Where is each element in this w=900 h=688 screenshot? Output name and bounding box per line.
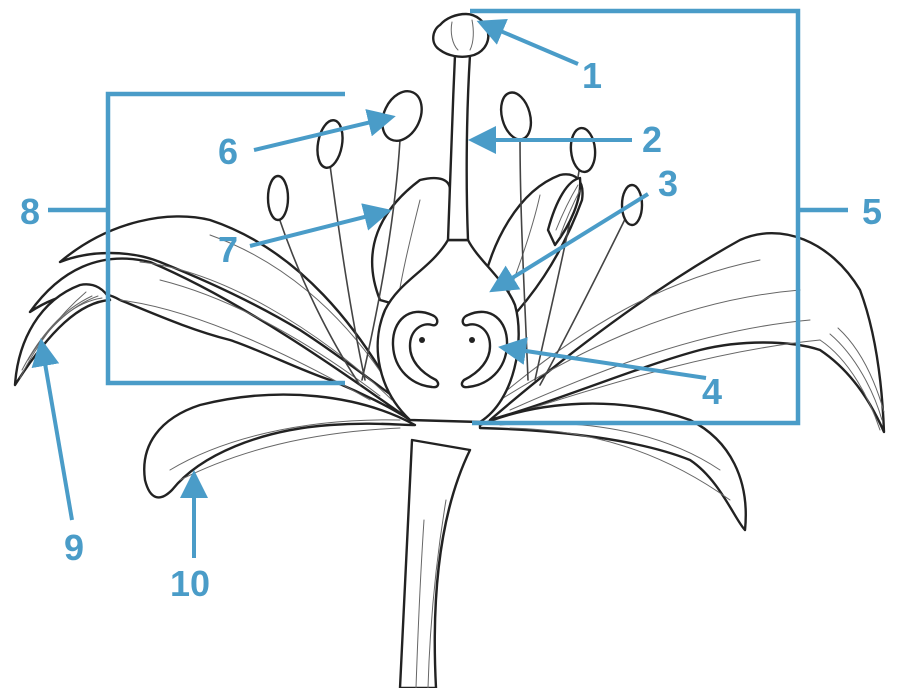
anther [375,85,430,147]
label-10: 10 [170,563,210,604]
arrow-9 [42,346,72,520]
label-1: 1 [582,55,602,96]
stem [400,440,470,688]
anther [268,176,288,220]
label-4: 4 [702,371,722,412]
stigma [433,14,488,57]
arrow-1 [484,24,578,64]
label-8: 8 [20,191,40,232]
anther [496,89,535,143]
arrow-7 [250,212,384,246]
style [448,55,470,240]
label-5: 5 [862,191,882,232]
front-tepal [144,395,415,498]
label-2: 2 [642,119,662,160]
label-6: 6 [218,131,238,172]
flower-drawing [15,14,884,688]
anther [314,118,346,169]
label-7: 7 [218,229,238,270]
anther [569,127,597,173]
label-9: 9 [64,527,84,568]
label-3: 3 [658,163,678,204]
